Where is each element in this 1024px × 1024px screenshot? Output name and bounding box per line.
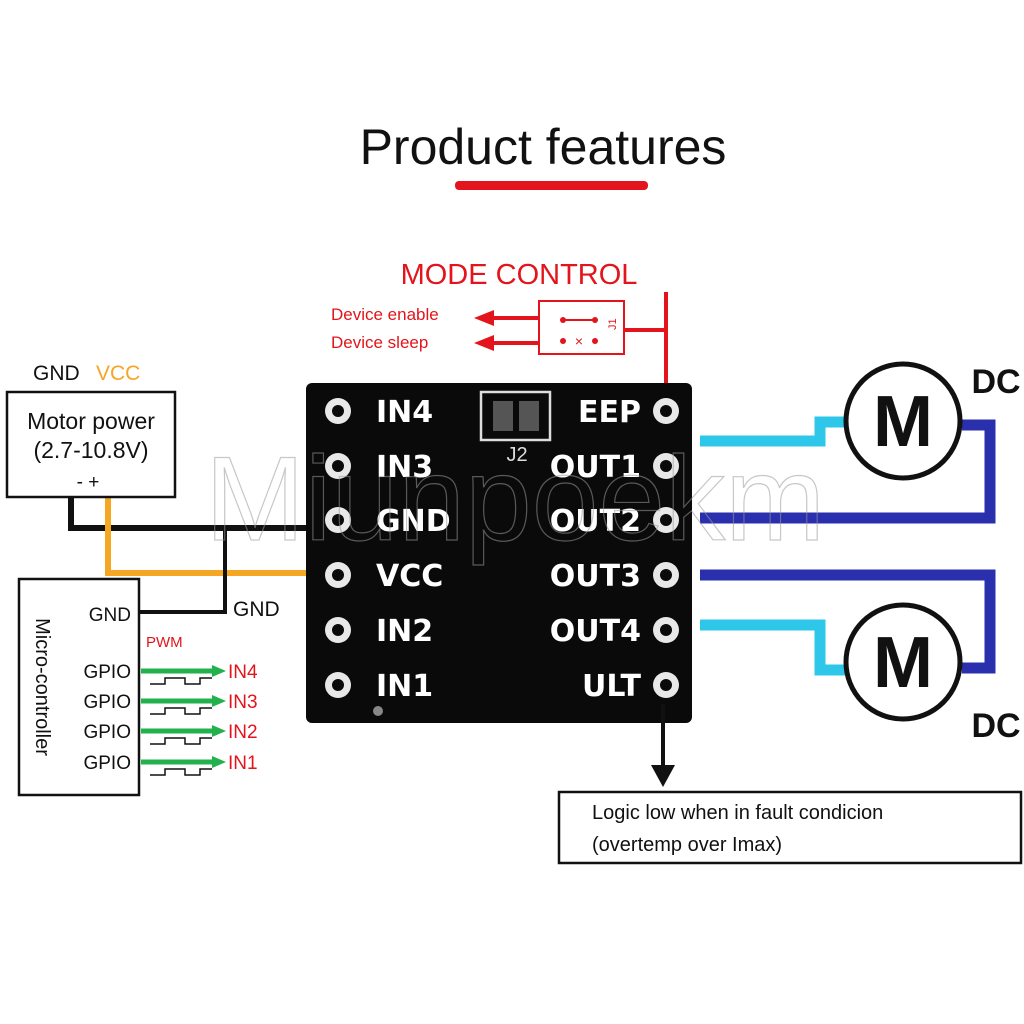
gpio-pin-label: GPIO	[83, 753, 131, 774]
gpio-pin-label: GPIO	[83, 722, 131, 743]
j2-label: J2	[506, 444, 527, 466]
pwm-wave	[150, 737, 212, 745]
motor-1-label: DC	[971, 363, 1020, 401]
fault-arrow	[651, 704, 675, 787]
gpio-target-label: IN2	[228, 722, 258, 743]
right-pin-label: OUT1	[550, 450, 641, 485]
motor-2: M	[843, 602, 963, 722]
right-pin-label: OUT2	[550, 504, 641, 539]
right-pin-label: ULT	[582, 669, 642, 704]
right-pin-out4: OUT4	[550, 614, 679, 649]
motor-1: M	[843, 361, 963, 481]
right-pin-label: EEP	[578, 395, 641, 430]
power-vcc-label: VCC	[96, 362, 140, 385]
mcu-gnd-wire-label: GND	[233, 598, 280, 621]
pwm-label: PWM	[146, 634, 183, 651]
motor-2-symbol: M	[873, 623, 933, 703]
motor-power-box: Motor power (2.7-10.8V) - +	[5, 390, 177, 499]
right-pin-label: OUT3	[550, 559, 641, 594]
page-title: Product features	[360, 119, 727, 175]
right-pin-out1: OUT1	[550, 450, 679, 485]
j1-label: J1	[607, 318, 619, 330]
watermark: Miunpoekm	[205, 432, 825, 566]
right-pin-out3: OUT3	[550, 559, 679, 594]
micro-controller-label: Micro-controller	[31, 618, 53, 756]
gpio-pin-label: GPIO	[83, 692, 131, 713]
left-pin-label: IN4	[376, 395, 433, 430]
right-pin-out2: OUT2	[550, 504, 679, 539]
gpio-row: GPIO IN3	[83, 692, 258, 715]
motor-power-title: Motor power	[27, 408, 155, 434]
gpio-target-label: IN1	[228, 753, 258, 774]
gpio-row: GPIO IN1	[83, 753, 258, 776]
fault-note-line1: Logic low when in fault condicion	[592, 802, 883, 824]
right-pin-ult: ULT	[582, 669, 679, 704]
left-pin-vcc: VCC	[325, 559, 443, 594]
left-pin-label: VCC	[376, 559, 443, 594]
motor-1-symbol: M	[873, 382, 933, 462]
micro-controller-box: Micro-controller GND	[17, 577, 141, 797]
left-pin-label: GND	[376, 504, 451, 539]
left-pin-in2: IN2	[325, 614, 433, 649]
left-pin-label: IN1	[376, 669, 433, 704]
motor-wires	[700, 416, 996, 676]
gpio-target-label: IN4	[228, 662, 258, 683]
mode-control-label: MODE CONTROL	[401, 259, 638, 291]
left-pin-label: IN2	[376, 614, 433, 649]
device-sleep-label: Device sleep	[331, 333, 428, 352]
pwm-wave	[150, 768, 212, 776]
power-gnd-label: GND	[33, 362, 80, 385]
j2-jumper: J2	[479, 390, 552, 466]
svg-text:×: ×	[575, 333, 583, 349]
fault-note-line2: (overtemp over Imax)	[592, 834, 782, 856]
left-pin-in1: IN1	[325, 669, 433, 704]
fault-note-box: Logic low when in fault condicion (overt…	[557, 790, 1023, 865]
j1-jumper: × J1	[538, 300, 625, 355]
pwm-wave	[150, 677, 212, 685]
motor-2-label: DC	[971, 707, 1020, 745]
motor-power-polarity: - +	[77, 472, 100, 493]
gpio-row: GPIO IN4	[83, 662, 258, 685]
left-pin-gnd: GND	[325, 504, 451, 539]
left-pin-in4: IN4	[325, 395, 433, 430]
motor-power-range: (2.7-10.8V)	[33, 437, 148, 463]
left-pin-in3: IN3	[325, 450, 433, 485]
right-pin-label: OUT4	[550, 614, 641, 649]
left-pin-label: IN3	[376, 450, 433, 485]
device-enable-label: Device enable	[331, 305, 439, 324]
title-underline	[455, 181, 648, 190]
gpio-target-label: IN3	[228, 692, 258, 713]
power-wires	[68, 497, 310, 614]
mcu-gnd-pin: GND	[89, 605, 131, 626]
pwm-wave	[150, 707, 212, 715]
gpio-pin-label: GPIO	[83, 662, 131, 683]
gpio-row: GPIO IN2	[83, 722, 258, 745]
enable-sleep-arrows	[474, 310, 539, 351]
right-pin-eep: EEP	[578, 395, 679, 430]
